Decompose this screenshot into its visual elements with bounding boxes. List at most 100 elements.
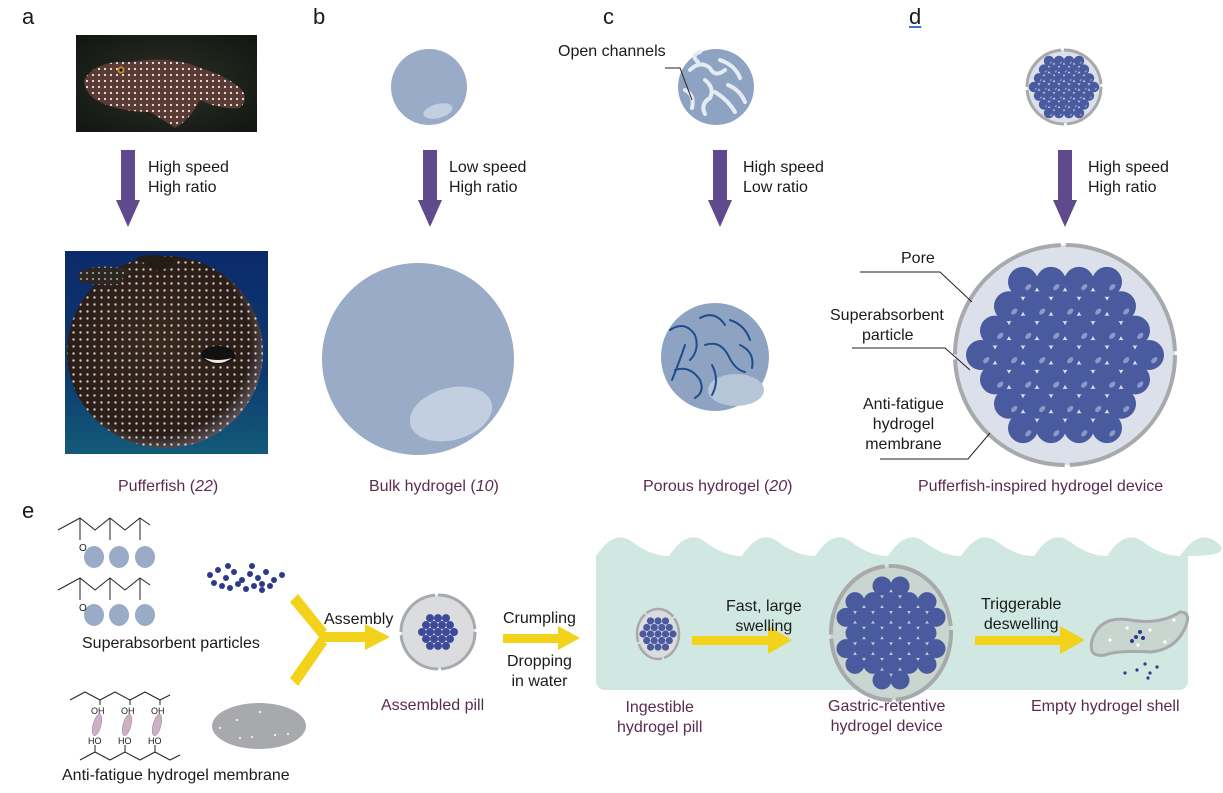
swollen-particle (863, 592, 883, 612)
polyacrylate-structure-1 (57, 517, 151, 540)
arrow-b-speed: Low speed (449, 159, 527, 176)
particle-highlight (1084, 105, 1087, 108)
pore-leader-line (860, 271, 973, 303)
particle-highlight (1039, 79, 1042, 82)
arrow-a-label: High speed High ratio (148, 158, 229, 198)
swollen-particle (872, 576, 892, 596)
superabsorbent-particle (1048, 81, 1060, 93)
particle-highlight (1011, 308, 1018, 315)
particle-highlight (1095, 405, 1102, 413)
swollen-particle (845, 592, 865, 612)
particle-highlight (1053, 430, 1060, 437)
superabsorbent-particle (1050, 388, 1080, 419)
particle-highlight (1064, 105, 1067, 108)
loose-particle (215, 567, 221, 573)
particle-highlight (1109, 332, 1116, 339)
deswelling-arrow (975, 626, 1085, 654)
superabsorbent-particle (1043, 55, 1055, 67)
caption-ingestible-line1: Ingestible (625, 699, 694, 716)
label-crumpling: Crumpling (503, 610, 576, 627)
caption-pufferfish-text: Pufferfish ( (118, 478, 196, 495)
particle-highlight (1011, 405, 1018, 413)
superabsorbent-particle (1063, 55, 1075, 67)
superabsorbent-particle (1043, 73, 1055, 84)
particle-highlight (1049, 113, 1052, 116)
particle-highlight (1039, 405, 1046, 413)
superabsorbent-particle (1022, 291, 1052, 322)
particle-highlight (997, 332, 1004, 339)
superabsorbent-particle (1134, 340, 1164, 370)
caption-assembled-pill: Assembled pill (381, 697, 485, 714)
particle-highlight (1095, 357, 1102, 364)
label-membrane-line3: membrane (865, 436, 942, 453)
swelling-arrow (692, 626, 792, 654)
superabsorbent-particle (1008, 266, 1038, 297)
swollen-particle (926, 607, 946, 627)
loose-particle (223, 575, 229, 581)
caption-porous-hydrogel: Porous hydrogel (20) (643, 478, 792, 496)
superabsorbent-particle (966, 340, 996, 370)
pill-particle (442, 628, 450, 636)
arrow-d-label: High speed High ratio (1088, 158, 1169, 198)
chem-o-1: O (79, 543, 87, 554)
superabsorbent-particle (1120, 315, 1150, 346)
sodium-ion-circles (84, 546, 155, 626)
superabsorbent-particle (1068, 81, 1080, 93)
pill-particle (430, 634, 438, 643)
loose-particle (267, 583, 273, 589)
label-swelling-line2: swelling (735, 618, 793, 635)
superabsorbent-particle (994, 340, 1024, 370)
superabsorbent-particle (1092, 266, 1122, 297)
pill-particle (661, 643, 670, 651)
label-pore: Pore (901, 250, 935, 267)
particle-highlight (1074, 105, 1077, 108)
particle-highlight (1109, 284, 1116, 291)
superabsorbent-particle (1106, 388, 1136, 419)
particle-highlight (1054, 87, 1057, 90)
hydrogel-device-large (852, 243, 1177, 467)
superabsorbent-particle (1063, 73, 1075, 84)
particle-highlight (1079, 79, 1082, 82)
swollen-particle (854, 639, 874, 659)
pill-particle (646, 630, 655, 638)
swollen-particle (917, 623, 937, 643)
pill-particle (422, 621, 430, 630)
swollen-particle (836, 639, 856, 659)
empty-hydrogel-shell (1089, 610, 1190, 680)
pill-particle (446, 621, 454, 630)
particle-highlight (1044, 70, 1047, 73)
swollen-particle (863, 654, 883, 674)
hydrogel-device-small (1025, 48, 1103, 126)
particle-highlight (1094, 87, 1097, 90)
particle-highlight (983, 357, 990, 364)
swollen-particle (899, 654, 919, 674)
pill-particle (434, 614, 442, 623)
particle-highlight (1039, 96, 1042, 99)
caption-ingestible-line2: hydrogel pill (617, 719, 703, 736)
swollen-particle (854, 607, 874, 627)
gastric-retentive-device (829, 564, 953, 702)
loose-particle (249, 563, 255, 569)
arrow-c-ratio: Low ratio (743, 179, 808, 196)
swollen-particle (899, 623, 919, 643)
arrow-a (116, 150, 140, 227)
particle-highlight (1044, 105, 1047, 108)
superabsorbent-particle (1038, 64, 1050, 75)
loose-particle (207, 572, 213, 578)
swollen-particle (899, 592, 919, 612)
particle-highlight (1053, 284, 1060, 291)
loose-particle (239, 577, 245, 583)
particle-highlight (1059, 113, 1062, 116)
loose-particle (259, 587, 265, 593)
particle-highlight (1034, 87, 1037, 90)
loose-particle (211, 580, 217, 586)
particle-highlight (1025, 381, 1032, 388)
particle-highlight (1025, 332, 1032, 339)
caption-pufferfish-device: Pufferfish-inspired hydrogel device (918, 478, 1164, 495)
superabsorbent-particle (1050, 291, 1080, 322)
superabsorbent-particle (1053, 73, 1065, 84)
caption-bulk-ref: 10 (475, 478, 494, 495)
chem-ho-3: HO (148, 736, 162, 746)
pill-particle (442, 614, 450, 623)
